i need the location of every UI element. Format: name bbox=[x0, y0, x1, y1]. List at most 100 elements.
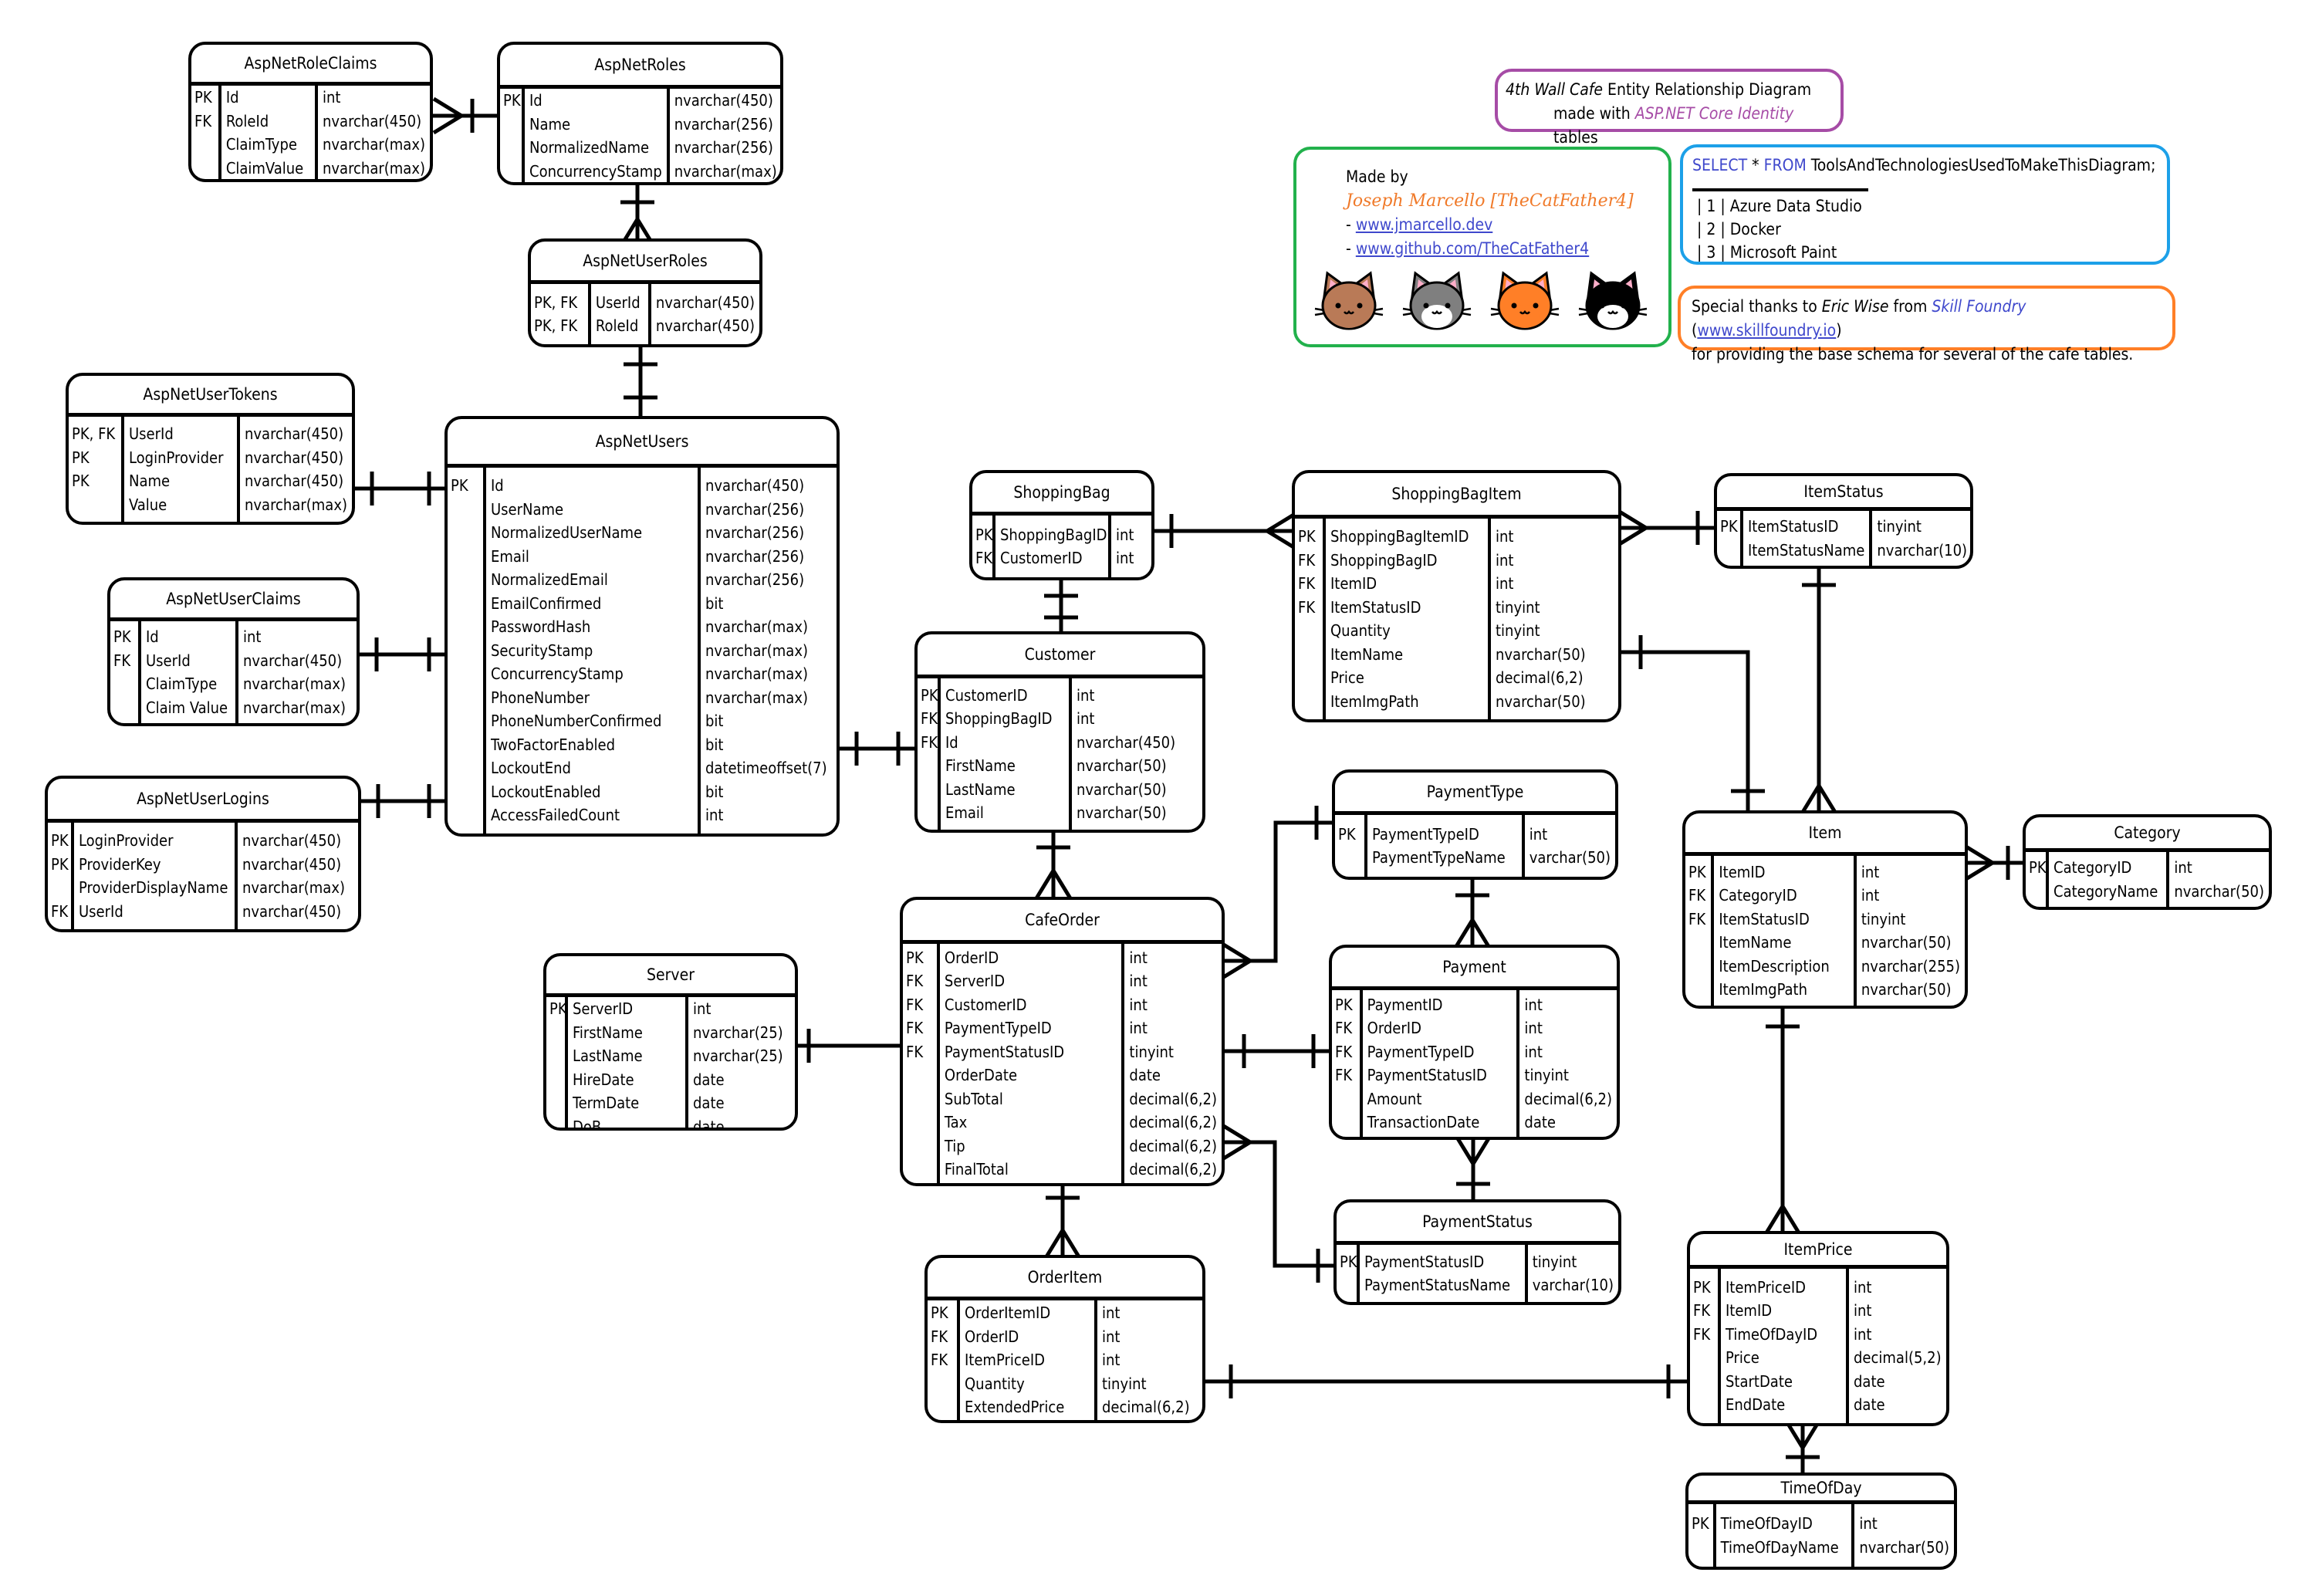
key-flag bbox=[1688, 955, 1708, 979]
field-name: Email bbox=[491, 546, 529, 566]
field-name: ItemStatusID bbox=[1330, 597, 1421, 617]
field-type: nvarchar(50) bbox=[1077, 803, 1167, 822]
key-flag bbox=[549, 1115, 562, 1128]
field-type: nvarchar(max) bbox=[705, 664, 808, 684]
skillfoundry-link[interactable]: www.skillfoundry.io bbox=[1697, 321, 1837, 340]
made-by-label: Made by bbox=[1346, 167, 1408, 186]
field-type: decimal(5,2) bbox=[1854, 1348, 1942, 1367]
field-type: nvarchar(50) bbox=[1077, 756, 1167, 775]
key-flag bbox=[1335, 1087, 1357, 1111]
field-type: int bbox=[1102, 1351, 1121, 1370]
field-name: ShoppingBagID bbox=[1000, 525, 1107, 544]
field-type: tinyint bbox=[1496, 621, 1540, 640]
field-name: ExtendedPrice bbox=[965, 1398, 1065, 1417]
field-name: TimeOfDayID bbox=[1726, 1324, 1818, 1344]
field-name: OrderItemID bbox=[965, 1304, 1051, 1323]
field-name: SubTotal bbox=[944, 1089, 1003, 1108]
field-name: ItemPriceID bbox=[1726, 1277, 1806, 1297]
field-type: date bbox=[693, 1070, 725, 1089]
key-flag: PK bbox=[1692, 1514, 1709, 1533]
field-name: SecurityStamp bbox=[491, 641, 593, 660]
field-name: Tax bbox=[944, 1113, 968, 1131]
thanks-text: from bbox=[1888, 297, 1932, 316]
field-name: FirstName bbox=[945, 756, 1016, 775]
key-flag: PK bbox=[921, 685, 938, 705]
key-flag bbox=[906, 1111, 934, 1134]
field-name: UserId bbox=[146, 651, 191, 670]
key-flag bbox=[931, 1372, 954, 1396]
field-type: int bbox=[1129, 995, 1148, 1014]
link-item-bagitem bbox=[1621, 650, 1750, 810]
website-link[interactable]: www.jmarcello.dev bbox=[1355, 215, 1493, 234]
field-type: tinyint bbox=[1102, 1374, 1147, 1393]
key-flag bbox=[113, 696, 135, 720]
field-type: nvarchar(50) bbox=[1077, 779, 1167, 799]
field-type: bit bbox=[705, 712, 724, 731]
field-name: CategoryName bbox=[2053, 881, 2158, 901]
field-type: nvarchar(50) bbox=[1496, 644, 1586, 664]
field-type: int bbox=[1129, 948, 1148, 967]
many-marker bbox=[1780, 1205, 1802, 1236]
many-marker bbox=[1817, 784, 1838, 815]
field-type: nvarchar(450) bbox=[245, 448, 344, 467]
field-type: nvarchar(450) bbox=[242, 901, 342, 921]
key-flag: FK bbox=[906, 995, 924, 1014]
many-marker bbox=[432, 96, 463, 118]
key-flag bbox=[1720, 539, 1737, 563]
key-flag bbox=[931, 1395, 954, 1419]
many-marker bbox=[1453, 918, 1475, 949]
field-type: nvarchar(50) bbox=[1861, 980, 1952, 999]
key-flag: PK bbox=[1335, 995, 1353, 1014]
field-type: date bbox=[1524, 1113, 1556, 1131]
field-type: nvarchar(max) bbox=[323, 135, 425, 154]
field-name: OrderDate bbox=[944, 1066, 1018, 1084]
field-name: LoginProvider bbox=[129, 448, 224, 467]
field-name: ConcurrencyStamp bbox=[491, 664, 624, 684]
field-name: TimeOfDayName bbox=[1720, 1537, 1839, 1557]
key-flag bbox=[906, 1134, 934, 1158]
field-name: NormalizedName bbox=[529, 138, 650, 157]
field-type: int bbox=[1496, 527, 1514, 546]
field-type: int bbox=[693, 999, 712, 1018]
field-type: int bbox=[1859, 1514, 1878, 1533]
table-title: AspNetUserTokens bbox=[69, 376, 352, 417]
key-flag: PK bbox=[1693, 1277, 1711, 1297]
key-column: PK bbox=[1337, 1245, 1360, 1302]
table-title: AspNetRoleClaims bbox=[191, 45, 430, 86]
field-name: OrderID bbox=[1367, 1019, 1421, 1037]
field-name: ItemStatusID bbox=[1719, 909, 1810, 928]
link-dash: - bbox=[1346, 215, 1356, 234]
field-name: CustomerID bbox=[944, 995, 1027, 1014]
key-flag bbox=[503, 113, 519, 137]
field-type: nvarchar(max) bbox=[674, 161, 777, 181]
key-flag: PK, FK bbox=[534, 292, 578, 312]
link-paystatus-order bbox=[1225, 1140, 1333, 1268]
field-name: LastName bbox=[945, 779, 1016, 799]
key-flag: FK bbox=[1335, 1066, 1353, 1084]
key-flag: FK bbox=[194, 111, 212, 130]
github-link[interactable]: www.github.com/TheCatFather4 bbox=[1355, 239, 1590, 258]
field-type: bit bbox=[705, 735, 724, 754]
key-flag: FK bbox=[906, 972, 924, 990]
field-type: decimal(6,2) bbox=[1102, 1398, 1190, 1417]
key-flag bbox=[194, 133, 215, 157]
tool-row: | 3 | Microsoft Paint bbox=[1697, 243, 1837, 262]
key-flag bbox=[72, 493, 118, 517]
field-name: StartDate bbox=[1726, 1371, 1793, 1391]
key-flag bbox=[1693, 1393, 1715, 1417]
field-name: Price bbox=[1726, 1348, 1759, 1367]
